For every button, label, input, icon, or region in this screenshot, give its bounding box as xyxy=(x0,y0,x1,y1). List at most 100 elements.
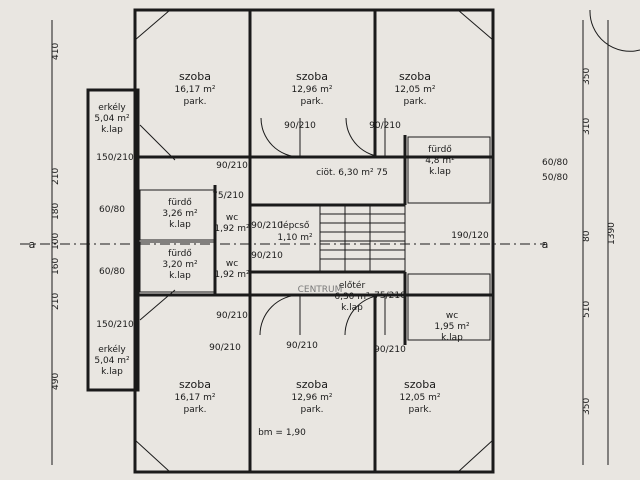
room-name: szoba xyxy=(296,378,328,391)
door-dim: 90/210 xyxy=(216,161,248,171)
door-dim: 90/210 xyxy=(216,311,248,321)
corner-hatch-4 xyxy=(457,9,494,41)
room-area: 1,10 m² xyxy=(277,233,313,243)
stair xyxy=(319,204,406,273)
right-dim: 350 xyxy=(582,398,592,415)
room-area: 12,05 m² xyxy=(394,85,435,95)
door-swing-3 xyxy=(259,294,301,336)
room-area: 12,05 m² xyxy=(399,393,440,403)
left-dim: 160 xyxy=(51,258,61,275)
door-dim: 75/210 xyxy=(374,291,406,301)
left-dim: 210 xyxy=(51,168,61,185)
room-finish: park. xyxy=(300,97,323,107)
top-right-arc xyxy=(589,9,640,52)
corner-hatch-3 xyxy=(134,9,171,41)
bath-left-top xyxy=(139,189,216,241)
right-dim: 510 xyxy=(582,301,592,318)
left-dim: 100 xyxy=(51,233,61,250)
room-finish: k.lap xyxy=(101,367,123,377)
room-area: 6,30 m² xyxy=(334,292,370,302)
room-area: 1,92 m² xyxy=(214,270,250,280)
room-finish: k.lap xyxy=(429,167,451,177)
room-name: szoba xyxy=(179,70,211,83)
room-name: wc xyxy=(226,259,238,269)
room-name: előtér xyxy=(339,280,366,291)
left-dim: 410 xyxy=(51,43,61,60)
room-area: 16,17 m² xyxy=(174,393,215,403)
room-name: lépcső xyxy=(281,220,310,231)
right-dim: 310 xyxy=(582,118,592,135)
bath-left-bottom xyxy=(139,241,216,293)
room-finish: k.lap xyxy=(169,271,191,281)
door-dim: 90/210 xyxy=(284,121,316,131)
door-dim: 60/80 xyxy=(542,158,568,168)
wc-right xyxy=(407,273,491,341)
room-name: szoba xyxy=(404,378,436,391)
room-finish: park. xyxy=(183,97,206,107)
room-area: 3,20 m² xyxy=(162,260,198,270)
left-dim: 210 xyxy=(51,293,61,310)
bath-right xyxy=(407,136,491,204)
section-marker-left: a xyxy=(29,238,36,251)
room-area: 5,04 m² xyxy=(94,114,130,124)
door-dim: 75/210 xyxy=(212,191,244,201)
door-dim: 190/120 xyxy=(451,231,489,241)
door-dim: 90/210 xyxy=(209,343,241,353)
door-dim: 90/210 xyxy=(251,221,283,231)
room-finish: park. xyxy=(183,405,206,415)
watermark: CENTRUM xyxy=(298,285,343,295)
room-finish: park. xyxy=(300,405,323,415)
room-name: wc xyxy=(446,311,458,321)
room-name: szoba xyxy=(179,378,211,391)
corner-hatch-1 xyxy=(134,439,171,473)
room-finish: k.lap xyxy=(341,303,363,313)
room-finish: k.lap xyxy=(169,220,191,230)
room-name: fürdő xyxy=(428,145,452,155)
door-dim: 90/210 xyxy=(369,121,401,131)
room-area: 16,17 m² xyxy=(174,85,215,95)
room-name: szoba xyxy=(399,70,431,83)
room-area: 1,95 m² xyxy=(434,322,470,332)
door-swing-2 xyxy=(345,117,386,158)
room-name: fürdő xyxy=(168,249,192,259)
right-dim: 350 xyxy=(582,68,592,85)
door-swing-1 xyxy=(260,117,301,158)
cloth-note: ciöt. 6,30 m² 75 xyxy=(316,168,388,178)
room-area: 12,96 m² xyxy=(291,393,332,403)
door-dim: 90/210 xyxy=(374,345,406,355)
door-dim: 60/80 xyxy=(99,267,125,277)
room-area: 4,8 m² xyxy=(425,156,455,166)
room-finish: park. xyxy=(403,97,426,107)
door-swing-4 xyxy=(344,294,386,336)
corner-hatch-2 xyxy=(457,439,494,473)
left-wing-wall xyxy=(86,88,140,392)
door-swing-5 xyxy=(139,124,176,161)
room-finish: park. xyxy=(408,405,431,415)
room-name: fürdő xyxy=(168,198,192,208)
room-name: erkély xyxy=(98,102,126,113)
room-area: 1,92 m² xyxy=(214,224,250,234)
right-dim: 80 xyxy=(582,230,592,242)
room-name: wc xyxy=(226,213,238,223)
room-area: 5,04 m² xyxy=(94,356,130,366)
section-marker-right: a xyxy=(542,238,549,251)
outer-wall xyxy=(133,8,495,474)
door-swing-6 xyxy=(139,289,176,321)
door-dim: 50/80 xyxy=(542,173,568,183)
door-dim: 90/210 xyxy=(286,341,318,351)
door-dim: 150/210 xyxy=(96,153,134,163)
room-finish: k.lap xyxy=(441,333,463,343)
room-name: erkély xyxy=(98,344,126,355)
room-area: 3,26 m² xyxy=(162,209,198,219)
room-area: 12,96 m² xyxy=(291,85,332,95)
right-total-dim: 1390 xyxy=(607,222,617,245)
door-dim: 60/80 xyxy=(99,205,125,215)
bm-note: bm = 1,90 xyxy=(258,428,306,438)
room-name: szoba xyxy=(296,70,328,83)
left-dim: 180 xyxy=(51,203,61,220)
door-dim: 90/210 xyxy=(251,251,283,261)
room-finish: k.lap xyxy=(101,125,123,135)
left-dim: 490 xyxy=(51,373,61,390)
door-dim: 150/210 xyxy=(96,320,134,330)
